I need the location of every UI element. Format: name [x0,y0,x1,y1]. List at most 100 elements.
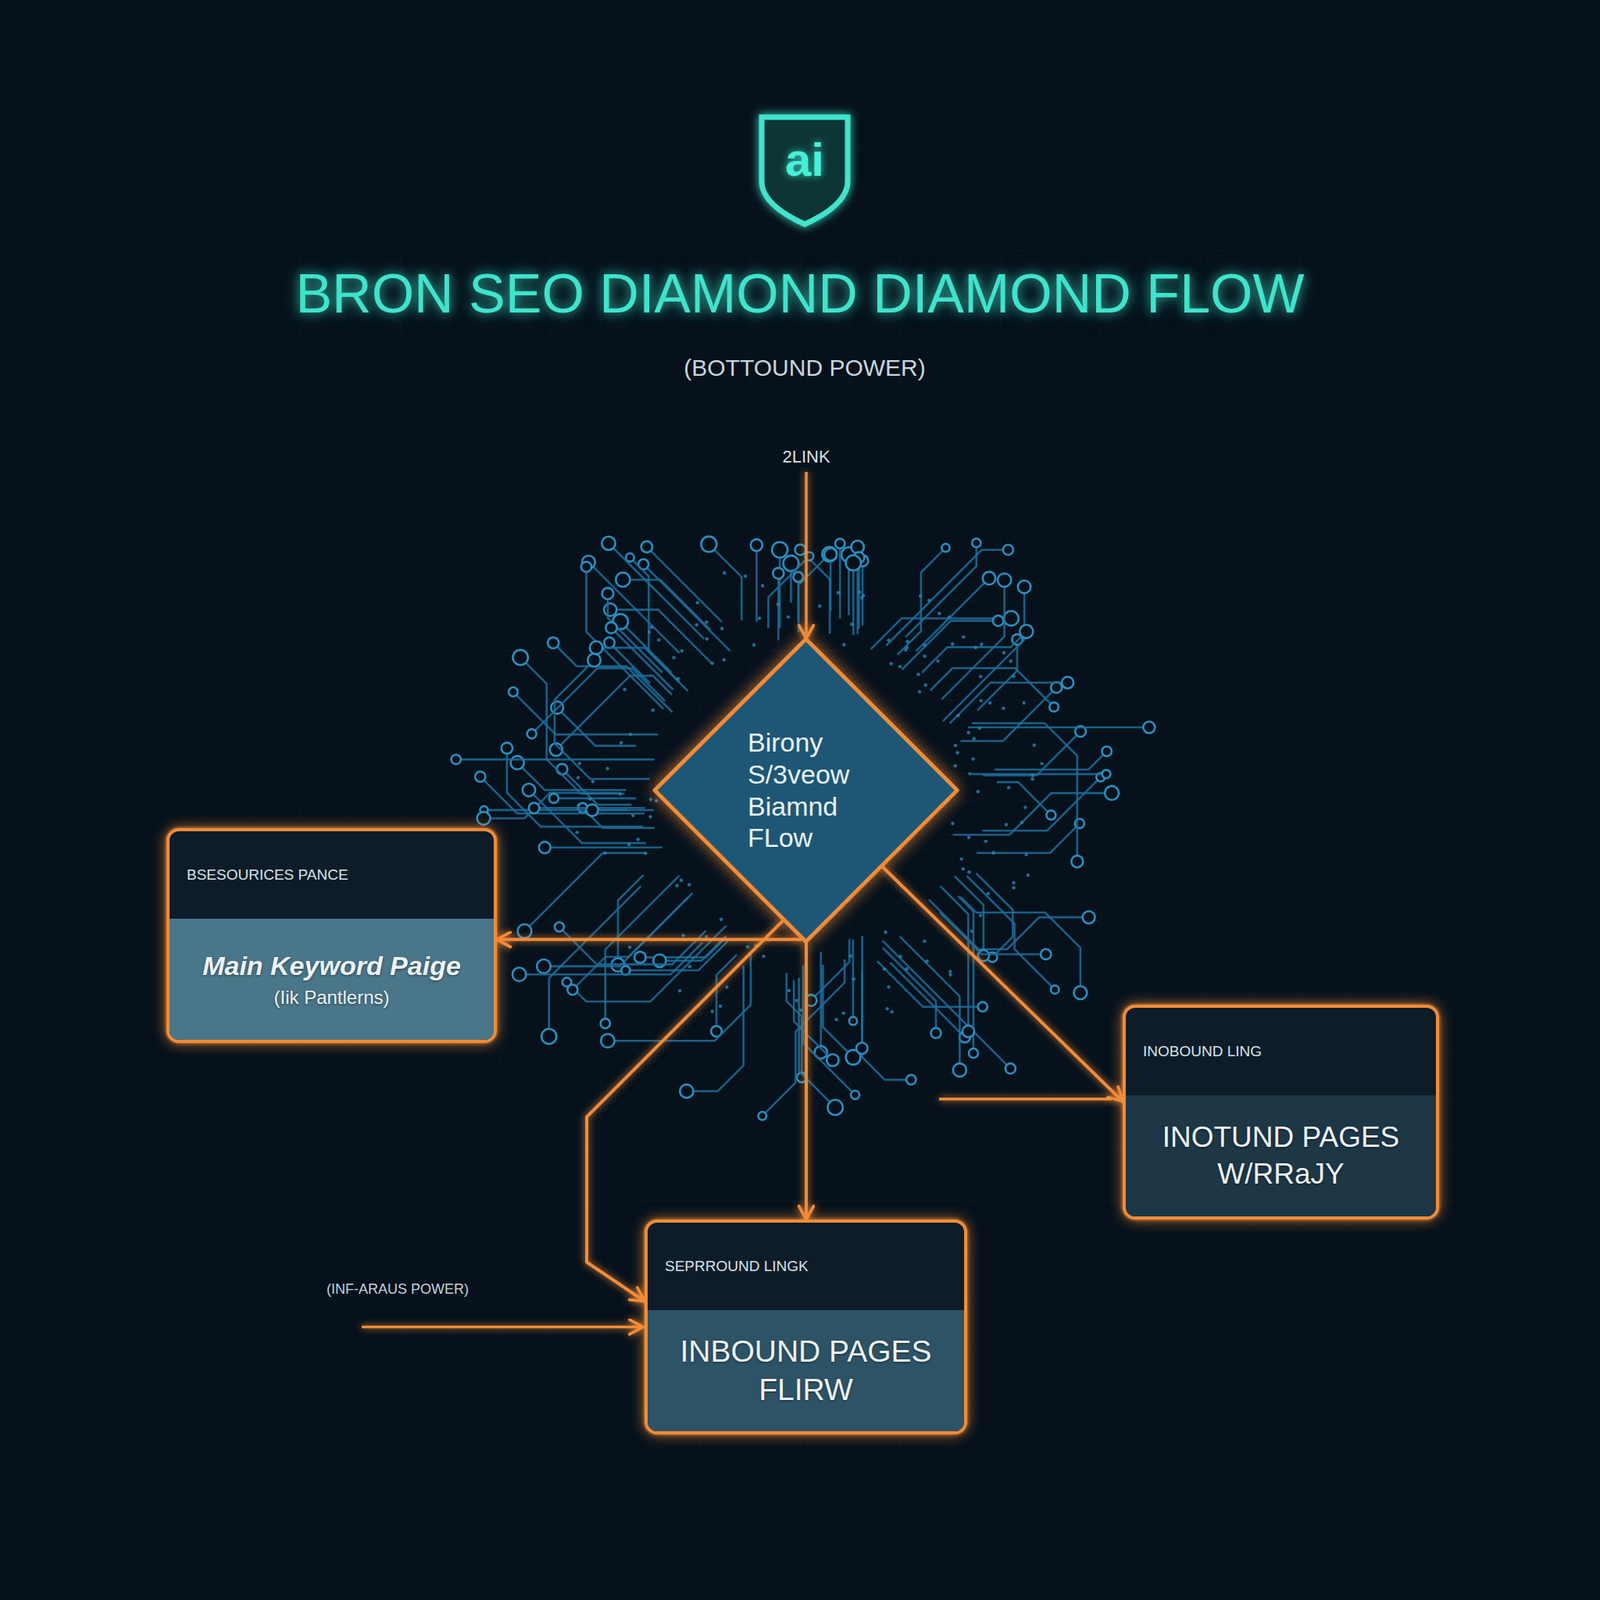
circuit-dot [678,989,682,993]
circuit-trace [524,853,647,932]
circuit-dot [757,616,761,620]
circuit-pad [528,803,540,815]
circuit-pad [512,650,528,665]
circuit-pad [750,539,763,551]
circuit-pad [600,1018,611,1029]
logo-shield [761,117,848,225]
circuit-pad [1003,544,1014,555]
circuit-dot [935,659,940,663]
circuit-trace [901,621,998,671]
circuit-dot [776,602,780,606]
circuit-dot [905,639,909,643]
circuit-pad [906,1075,916,1085]
circuit-dot [722,571,726,575]
circuit-dot [647,630,651,634]
circuit-pad [772,567,784,579]
circuit-trace [543,892,693,967]
circuit-trace [996,782,1051,815]
circuit-trace [480,776,645,814]
circuit-trace [755,545,758,622]
circuit-dot [836,590,840,594]
circuit-dot [950,642,954,646]
circuit-dot [961,635,965,639]
flow-arrow [804,942,808,1220]
circuit-dot [971,757,975,761]
circuit-dot [850,622,854,626]
circuit-trace [941,579,1004,700]
circuit-pad [517,924,532,939]
circuit-pad [567,984,578,995]
circuit-pad [539,841,551,854]
circuit-trace [939,885,968,1032]
circuit-dot [1011,885,1015,890]
circuit-trace [716,954,737,1032]
circuit-trace [532,667,666,734]
circuit-trace [810,939,850,1001]
process-box: SEPRROUND LINGKINBOUND PAGES FLIRW [644,1219,968,1435]
circuit-pad [1046,810,1056,820]
circuit-dot [978,913,983,917]
circuit-dot [654,799,658,803]
circuit-pad [758,1111,767,1120]
circuit-dot [898,954,902,958]
circuit-pad [982,571,996,585]
circuit-dot [591,779,595,783]
box-header: BSESOURICES PANCE [169,831,494,919]
circuit-dot [695,623,699,627]
circuit-pad [835,539,845,549]
leader-arrow [361,1325,643,1329]
circuit-dot [849,954,853,958]
circuit-dot [1021,700,1025,704]
circuit-pad [941,543,950,552]
circuit-dot [649,797,653,801]
circuit-dot [643,851,647,855]
circuit-pad [824,548,837,561]
circuit-dot [948,969,952,973]
circuit-dot [918,593,922,597]
circuit-trace [592,809,654,812]
circuit-pad [508,687,518,697]
circuit-trace [798,553,830,633]
circuit-pad [849,1017,858,1025]
circuit-dot [794,998,798,1002]
circuit-dot [890,1010,894,1014]
circuit-pad [605,621,617,633]
circuit-pad [522,783,536,797]
circuit-dot [922,939,926,943]
circuit-trace [966,875,1055,990]
circuit-trace [777,573,780,641]
circuit-dot [924,683,928,687]
circuit-dot [576,803,580,808]
circuit-pad [1019,625,1033,639]
circuit-pad [634,951,647,964]
circuit-pad [971,538,981,547]
circuit-pad [501,742,513,754]
circuit-dot [746,945,750,949]
circuit-trace [860,972,864,1049]
circuit-dot [984,839,988,843]
circuit-dot [1020,821,1024,825]
circuit-trace [889,962,965,1038]
logo-text: ai [785,132,825,187]
circuit-dot [619,741,623,745]
subtitle: (BOTTOUND POWER) [683,354,925,382]
circuit-dot [688,964,692,968]
circuit-pad [968,1048,979,1058]
circuit-dot [927,598,931,602]
circuit-dot [681,933,685,937]
circuit-dot [720,626,724,630]
circuit-dot [889,661,893,665]
circuit-trace [897,547,947,655]
circuit-dot [1030,777,1034,781]
circuit-dot [687,882,691,886]
circuit-dot [676,676,680,680]
circuit-pad [771,542,788,558]
circuit-trace [556,675,672,750]
circuit-dot [971,736,975,740]
circuit-dot [956,714,960,718]
circuit-illustration [451,536,1156,1121]
circuit-pad [792,571,804,583]
circuit-dot [588,797,592,801]
circuit-trace [557,707,636,747]
